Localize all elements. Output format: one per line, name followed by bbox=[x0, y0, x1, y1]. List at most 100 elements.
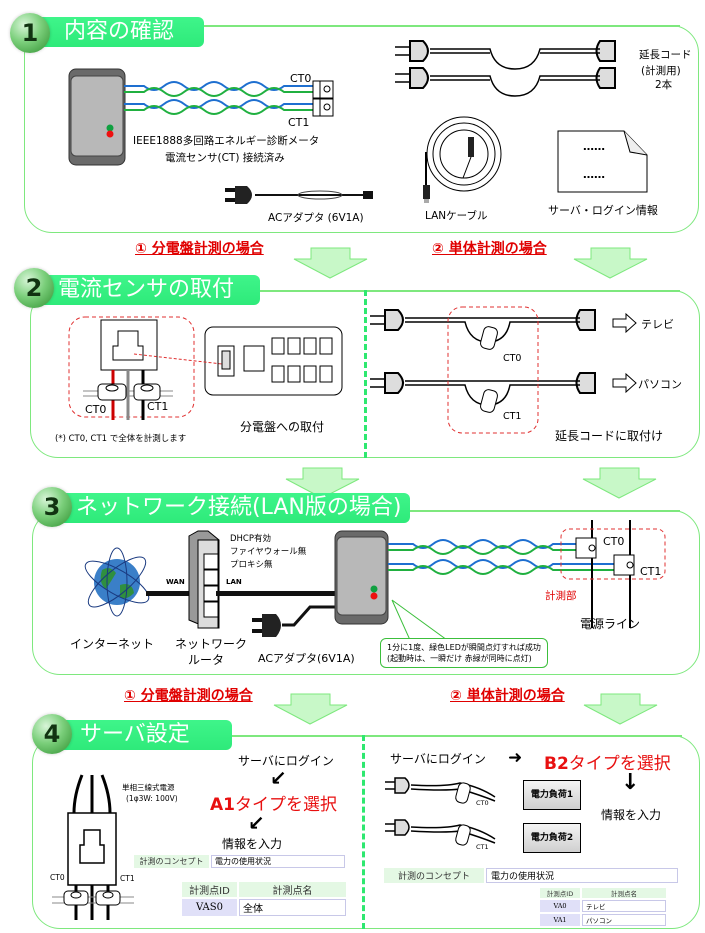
concept-input[interactable]: 電力の使用状況 bbox=[486, 868, 678, 883]
point-name-input[interactable]: テレビ bbox=[582, 900, 666, 912]
login-info-label: サーバ・ログイン情報 bbox=[548, 204, 658, 217]
extension-cords-icon bbox=[395, 40, 616, 97]
ac-adapter-icon bbox=[225, 186, 373, 204]
step2-ct0-label: CT0 bbox=[85, 403, 107, 416]
step2-badge: 2 bbox=[14, 268, 54, 308]
twisted-ct-wires bbox=[388, 539, 618, 575]
load-2-box: 電力負荷2 bbox=[523, 823, 581, 853]
energy-meter-device bbox=[334, 530, 389, 625]
step3-ct1-label: CT1 bbox=[640, 565, 662, 578]
tv-label: テレビ bbox=[641, 318, 674, 331]
step4-right-type: B2タイプを選択 bbox=[544, 749, 671, 774]
router-label-1: ネットワーク bbox=[175, 637, 248, 651]
step4-right-ct1: CT1 bbox=[476, 843, 489, 851]
panel-install-caption: 分電盤への取付 bbox=[240, 420, 325, 434]
header-point-name: 計測点名 bbox=[582, 888, 666, 898]
down-arrow-icon bbox=[273, 693, 348, 725]
internet-label: インターネット bbox=[70, 637, 155, 651]
extension-label-1: 延長コード bbox=[639, 49, 692, 61]
network-router-icon bbox=[188, 530, 220, 629]
case-label-panel-2: ① 分電盤計測の場合 bbox=[124, 688, 253, 704]
load-1-box: 電力負荷1 bbox=[523, 780, 581, 810]
step1-panel bbox=[24, 25, 699, 233]
three-wire-breaker-icon bbox=[52, 774, 134, 920]
case-label-panel-1: ① 分電盤計測の場合 bbox=[135, 241, 264, 257]
router-note-1: DHCP有効 bbox=[230, 534, 271, 544]
down-arrow-icon bbox=[573, 247, 648, 279]
power-line-label: 電源ライン bbox=[580, 617, 641, 631]
point-name-input[interactable]: パソコン bbox=[582, 914, 666, 926]
step4-right-enter-info: 情報を入力 bbox=[601, 808, 662, 822]
ac-adapter-plug-icon bbox=[252, 605, 340, 637]
point-id: VA0 bbox=[540, 900, 580, 912]
type-suffix: タイプを選択 bbox=[568, 754, 671, 774]
concept-label: 計測のコンセプト bbox=[384, 868, 484, 883]
step2-title: 電流センサの取付 bbox=[28, 275, 260, 305]
step4-divider bbox=[362, 735, 365, 929]
step4-title: サーバ設定 bbox=[40, 720, 232, 750]
distribution-panel-icon bbox=[133, 326, 343, 396]
meter-caption-1: IEEE1888多回路エネルギー診断メータ bbox=[133, 135, 320, 147]
step2-ct1-label: CT1 bbox=[147, 400, 169, 413]
step2-ext-ct1: CT1 bbox=[503, 411, 522, 422]
step4-right-concept-form: 計測のコンセプト 電力の使用状況 bbox=[382, 866, 680, 885]
extension-install-caption: 延長コードに取付け bbox=[555, 429, 664, 443]
point-id: VAS0 bbox=[182, 899, 237, 916]
header-point-name: 計測点名 bbox=[239, 882, 346, 897]
step2-note: (*) CT0, CT1 で全体を計測します bbox=[55, 434, 187, 444]
table-row: VAS0 全体 bbox=[182, 899, 346, 916]
callout-pointer bbox=[391, 599, 448, 641]
step3-badge: 3 bbox=[32, 487, 72, 527]
energy-meter-device bbox=[68, 68, 126, 166]
step1-ct0-label: CT0 bbox=[290, 72, 312, 85]
step3-banner-line bbox=[410, 510, 680, 512]
step1-ct1-label: CT1 bbox=[288, 116, 310, 129]
step2-divider bbox=[364, 290, 367, 458]
down-arrow-icon bbox=[582, 467, 657, 499]
type-suffix: タイプを選択 bbox=[235, 795, 337, 815]
measurement-part-icon bbox=[560, 520, 666, 628]
step3-ac-adapter-label: ACアダプタ(6V1A) bbox=[258, 652, 355, 665]
header-point-id: 計測点ID bbox=[540, 888, 580, 898]
breaker-ct-closeup bbox=[68, 316, 195, 420]
twisted-ct-wires bbox=[124, 81, 314, 115]
lan-cable bbox=[216, 591, 336, 596]
extension-label-3: 2本 bbox=[655, 79, 673, 91]
point-name-input[interactable]: 全体 bbox=[239, 899, 346, 916]
lan-cable-label: LANケーブル bbox=[425, 210, 488, 222]
internet-globe-icon bbox=[84, 547, 150, 617]
doc-dots-1: …… bbox=[583, 140, 605, 153]
router-note-2: ファイヤウォール無 bbox=[230, 547, 307, 557]
step1-ac-adapter-label: ACアダプタ (6V1A) bbox=[268, 212, 364, 224]
step4-left-points-table: 計測点ID 計測点名 VAS0 全体 bbox=[180, 880, 348, 918]
step4-right-login: サーバにログイン bbox=[390, 752, 486, 766]
step4-right-ct0: CT0 bbox=[476, 799, 489, 807]
step1-title: 内容の確認 bbox=[24, 17, 204, 47]
table-row: VA1 パソコン bbox=[540, 914, 666, 926]
ct-clamp-icon bbox=[312, 80, 334, 117]
down-arrow-small-icon: ↓ bbox=[621, 770, 640, 795]
power-type-label-2: (1φ3W: 100V) bbox=[126, 794, 178, 803]
step4-banner-line bbox=[232, 735, 682, 737]
step2-ext-ct0: CT0 bbox=[503, 353, 522, 364]
table-row: VA0 テレビ bbox=[540, 900, 666, 912]
load-1-label: 電力負荷1 bbox=[530, 790, 574, 800]
led-note: 1分に1度、緑色LEDが瞬間点灯すれば成功 (起動時は、一瞬だけ 赤緑が同時に点… bbox=[380, 638, 548, 668]
point-id: VA1 bbox=[540, 914, 580, 926]
case-label-single-2: ② 単体計測の場合 bbox=[450, 688, 565, 704]
concept-input[interactable]: 電力の使用状況 bbox=[211, 855, 345, 868]
step4-left-ct1: CT1 bbox=[120, 874, 135, 883]
loads-wiring-diagram bbox=[385, 777, 496, 846]
pc-label: パソコン bbox=[638, 378, 682, 391]
load-2-label: 電力負荷2 bbox=[530, 833, 574, 843]
type-code-b2: B2 bbox=[544, 754, 569, 774]
right-arrow-icon: ➜ bbox=[508, 748, 523, 768]
diag-arrow-icon: ↙ bbox=[270, 766, 287, 790]
type-code-a1: A1 bbox=[210, 795, 235, 815]
step4-left-login: サーバにログイン bbox=[238, 754, 334, 768]
down-arrow-icon bbox=[285, 467, 360, 499]
led-note-line1: 1分に1度、緑色LEDが瞬間点灯すれば成功 bbox=[387, 643, 541, 652]
down-arrow-icon bbox=[293, 247, 368, 279]
extension-label-2: (計測用) bbox=[641, 65, 681, 77]
router-label-2: ルータ bbox=[188, 653, 225, 667]
